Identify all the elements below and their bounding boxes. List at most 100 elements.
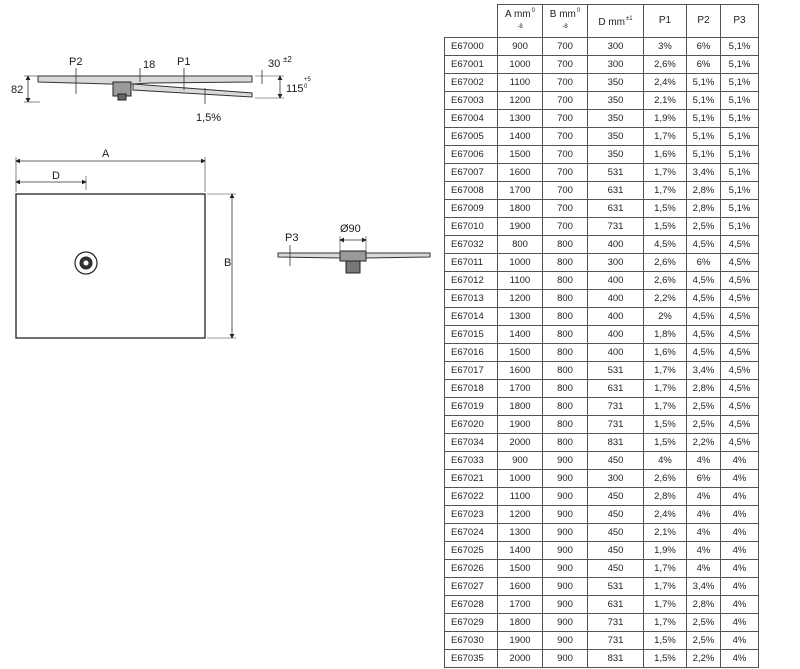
cell-p3: 4,5% [720,271,759,290]
cell-b: 700 [542,217,588,236]
cell-a: 1700 [497,181,543,200]
cell-b: 800 [542,433,588,452]
cell-code: E67028 [444,595,498,614]
cell-p2: 2,5% [686,613,721,632]
cell-p1: 1,7% [643,163,687,182]
cell-b: 900 [542,451,588,470]
cell-a: 1800 [497,613,543,632]
cell-code: E67009 [444,199,498,218]
cell-code: E67025 [444,541,498,560]
cell-d: 731 [587,415,644,434]
cell-b: 700 [542,91,588,110]
cell-d: 631 [587,379,644,398]
cell-a: 1300 [497,109,543,128]
cell-d: 350 [587,127,644,146]
cell-p1: 1,7% [643,577,687,596]
cell-p3: 4,5% [720,343,759,362]
section-view: Ø90 P3 [277,223,431,274]
cell-code: E67027 [444,577,498,596]
cell-p1: 1,5% [643,199,687,218]
cell-p1: 2,1% [643,91,687,110]
cell-code: E67000 [444,37,498,56]
cell-code: E67029 [444,613,498,632]
cell-d: 300 [587,469,644,488]
cell-p2: 4% [686,523,721,542]
cell-p1: 1,7% [643,397,687,416]
cell-code: E67014 [444,307,498,326]
cell-d: 631 [587,595,644,614]
cell-p2: 4% [686,541,721,560]
cell-b: 700 [542,127,588,146]
cell-d: 400 [587,307,644,326]
cell-code: E67035 [444,649,498,668]
cell-p1: 1,5% [643,217,687,236]
cell-d: 450 [587,523,644,542]
cell-d: 831 [587,649,644,668]
cell-a: 1900 [497,217,543,236]
cell-d: 400 [587,343,644,362]
cell-p2: 4% [686,559,721,578]
label-82: 82 [11,84,23,96]
cell-d: 400 [587,325,644,344]
cell-code: E67003 [444,91,498,110]
cell-p2: 4,5% [686,235,721,254]
cell-b: 900 [542,523,588,542]
cell-a: 1300 [497,523,543,542]
cell-p2: 6% [686,253,721,272]
label-115-tol-bottom: 0 [304,84,308,90]
cell-d: 531 [587,361,644,380]
cell-a: 1400 [497,127,543,146]
cell-b: 900 [542,631,588,650]
cell-a: 1600 [497,361,543,380]
cell-a: 1800 [497,397,543,416]
cell-b: 900 [542,505,588,524]
cell-p3: 5,1% [720,217,759,236]
label-a: A [102,148,110,160]
cell-p3: 5,1% [720,181,759,200]
cell-p2: 5,1% [686,73,721,92]
cell-p1: 2,4% [643,73,687,92]
cell-p1: 1,7% [643,613,687,632]
cell-d: 400 [587,289,644,308]
cell-code: E67019 [444,397,498,416]
header-blank [444,4,498,38]
cell-d: 450 [587,559,644,578]
cell-b: 900 [542,559,588,578]
cell-p1: 1,5% [643,649,687,668]
cell-code: E67008 [444,181,498,200]
cell-d: 450 [587,505,644,524]
cell-a: 1700 [497,379,543,398]
table-header-row: A mm0-8 B mm0-8 D mm±1 P1 P2 P3 [444,4,759,38]
label-30-tolerance: ±2 [283,55,292,64]
cell-a: 1100 [497,73,543,92]
cell-d: 731 [587,631,644,650]
cell-code: E67015 [444,325,498,344]
cell-p1: 1,6% [643,145,687,164]
cell-code: E67023 [444,505,498,524]
cell-p2: 5,1% [686,91,721,110]
cell-b: 800 [542,361,588,380]
cell-d: 300 [587,253,644,272]
cell-d: 400 [587,271,644,290]
header-p1: P1 [643,4,687,38]
cell-p3: 4% [720,451,759,470]
cell-b: 800 [542,415,588,434]
cell-d: 300 [587,55,644,74]
cell-a: 1500 [497,343,543,362]
cell-d: 300 [587,37,644,56]
cell-a: 1700 [497,595,543,614]
cell-code: E67026 [444,559,498,578]
cell-a: 1000 [497,253,543,272]
